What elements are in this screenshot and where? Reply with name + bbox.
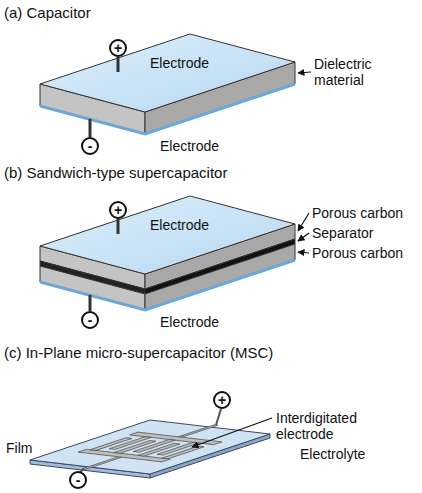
polarity-sign: + [218, 393, 226, 407]
terminal-circle: + [109, 39, 127, 57]
part-label: Separator [312, 225, 373, 241]
terminal-lead [117, 57, 120, 72]
polarity-sign: - [88, 313, 93, 327]
terminal-lead [117, 219, 120, 234]
leader-arrow [298, 72, 311, 73]
polarity-sign: - [88, 139, 93, 153]
interdigitated-electrode [42, 420, 258, 474]
terminal-circle: - [81, 137, 99, 155]
leader-arrow [298, 213, 309, 231]
panel-title: (c) In-Plane micro-supercapacitor (MSC) [4, 344, 273, 361]
part-label: Electrode [150, 55, 209, 71]
capacitor-slab [40, 34, 295, 134]
part-label: Electrode [160, 138, 219, 154]
supercapacitor-stack [40, 196, 295, 310]
terminal-circle: + [109, 201, 127, 219]
polarity-sign: + [114, 203, 122, 217]
panel-title: (a) Capacitor [4, 4, 91, 21]
terminal-circle: - [81, 311, 99, 329]
leader-arrow [298, 233, 309, 241]
part-label: Porous carbon [312, 245, 403, 261]
terminal-lead [89, 295, 92, 311]
polarity-sign: - [76, 473, 81, 487]
polarity-sign: + [114, 41, 122, 55]
terminal-circle: - [69, 471, 87, 489]
part-label: Interdigitated electrode [276, 410, 418, 442]
terminal-lead [89, 119, 92, 137]
part-label: Electrode [150, 217, 209, 233]
terminal-circle: + [213, 391, 231, 409]
part-label: Film [6, 440, 32, 456]
part-label: Dielectric material [314, 56, 414, 88]
part-label: Porous carbon [312, 205, 403, 221]
part-label: Electrode [160, 314, 219, 330]
leader-arrow [298, 252, 309, 253]
leader-arrow [192, 418, 272, 447]
panel-title: (b) Sandwich-type supercapacitor [4, 164, 227, 181]
terminal-lead [216, 409, 221, 425]
film-substrate [30, 420, 270, 478]
part-label: Electrolyte [300, 446, 365, 462]
